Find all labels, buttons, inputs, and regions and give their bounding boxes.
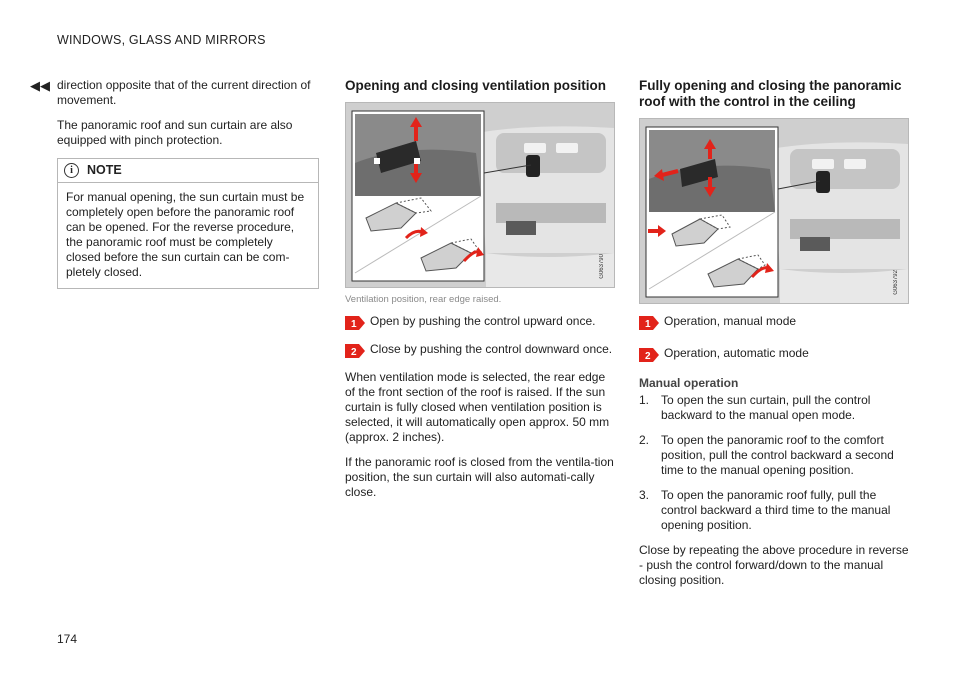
previous-page-arrows-icon[interactable]: ◀◀: [30, 78, 50, 93]
ceiling-control-illustration: [640, 119, 908, 303]
callout-number: 2: [351, 347, 357, 358]
paragraph-ventilation-mode: When ventilation mode is selected, the r…: [345, 370, 610, 444]
section-header: WINDOWS, GLASS AND MIRRORS: [57, 33, 266, 47]
step-text: To open the panoramic roof fully, pull t…: [661, 488, 891, 532]
manual-steps-list: 1. To open the sun curtain, pull the con…: [639, 393, 909, 533]
figure-ceiling-control-illustration: G063792: [639, 118, 909, 304]
callout-badge-2-icon: 2: [639, 348, 659, 362]
paragraph-close-procedure: Close by repeating the above procedure i…: [639, 543, 909, 587]
list-item: 1. To open the sun curtain, pull the con…: [639, 393, 909, 423]
column-1: direction opposite that of the current d…: [57, 78, 319, 289]
paragraph-closing-from-ventilation: If the panoramic roof is closed from the…: [345, 455, 614, 499]
callout-number: 1: [645, 319, 651, 330]
callout-number: 1: [351, 319, 357, 330]
figure-code: G063792: [893, 270, 899, 295]
callout-text: Operation, manual mode: [664, 314, 797, 328]
figure-ventilation-illustration: G063790: [345, 102, 615, 288]
callout-badge-2-icon: 2: [345, 344, 365, 358]
figure-code: G063790: [599, 254, 605, 279]
info-icon: i: [64, 163, 79, 178]
callout-badge-1-icon: 1: [345, 316, 365, 330]
note-body: For manual opening, the sun curtain must…: [66, 190, 305, 279]
callout-1: 1 Operation, manual mode: [639, 314, 909, 334]
note-header: i NOTE: [58, 159, 318, 183]
paragraph-continued: direction opposite that of the current d…: [57, 78, 311, 107]
page-number: 174: [57, 632, 78, 646]
step-number: 1.: [639, 393, 650, 407]
note-box: i NOTE For manual opening, the sun curta…: [57, 158, 319, 289]
step-number: 2.: [639, 433, 650, 447]
heading-ventilation-position: Opening and closing ventilation position: [345, 78, 607, 93]
callout-text: Close by pushing the control downward on…: [370, 342, 613, 356]
ventilation-illustration: [346, 103, 614, 287]
figure-caption: Ventilation position, rear edge raised.: [345, 294, 502, 305]
step-text: To open the sun curtain, pull the contro…: [661, 393, 871, 422]
column-3: Fully opening and closing the panoramic …: [639, 78, 909, 598]
callout-badge-1-icon: 1: [639, 316, 659, 330]
paragraph-pinch-protection: The panoramic roof and sun curtain are a…: [57, 118, 293, 147]
callout-number: 2: [645, 351, 651, 362]
list-item: 2. To open the panoramic roof to the com…: [639, 433, 909, 478]
step-number: 3.: [639, 488, 650, 502]
subheading-manual-operation: Manual operation: [639, 376, 739, 390]
callout-1: 1 Open by pushing the control upward onc…: [345, 314, 615, 334]
heading-fully-opening: Fully opening and closing the panoramic …: [639, 78, 902, 109]
callout-text: Operation, automatic mode: [664, 346, 809, 360]
callout-2: 2 Operation, automatic mode: [639, 346, 909, 366]
column-2: Opening and closing ventilation position: [345, 78, 615, 510]
step-text: To open the panoramic roof to the comfor…: [661, 433, 894, 477]
callout-2: 2 Close by pushing the control downward …: [345, 342, 615, 362]
callout-text: Open by pushing the control upward once.: [370, 314, 596, 328]
note-title: NOTE: [87, 163, 122, 177]
list-item: 3. To open the panoramic roof fully, pul…: [639, 488, 909, 533]
